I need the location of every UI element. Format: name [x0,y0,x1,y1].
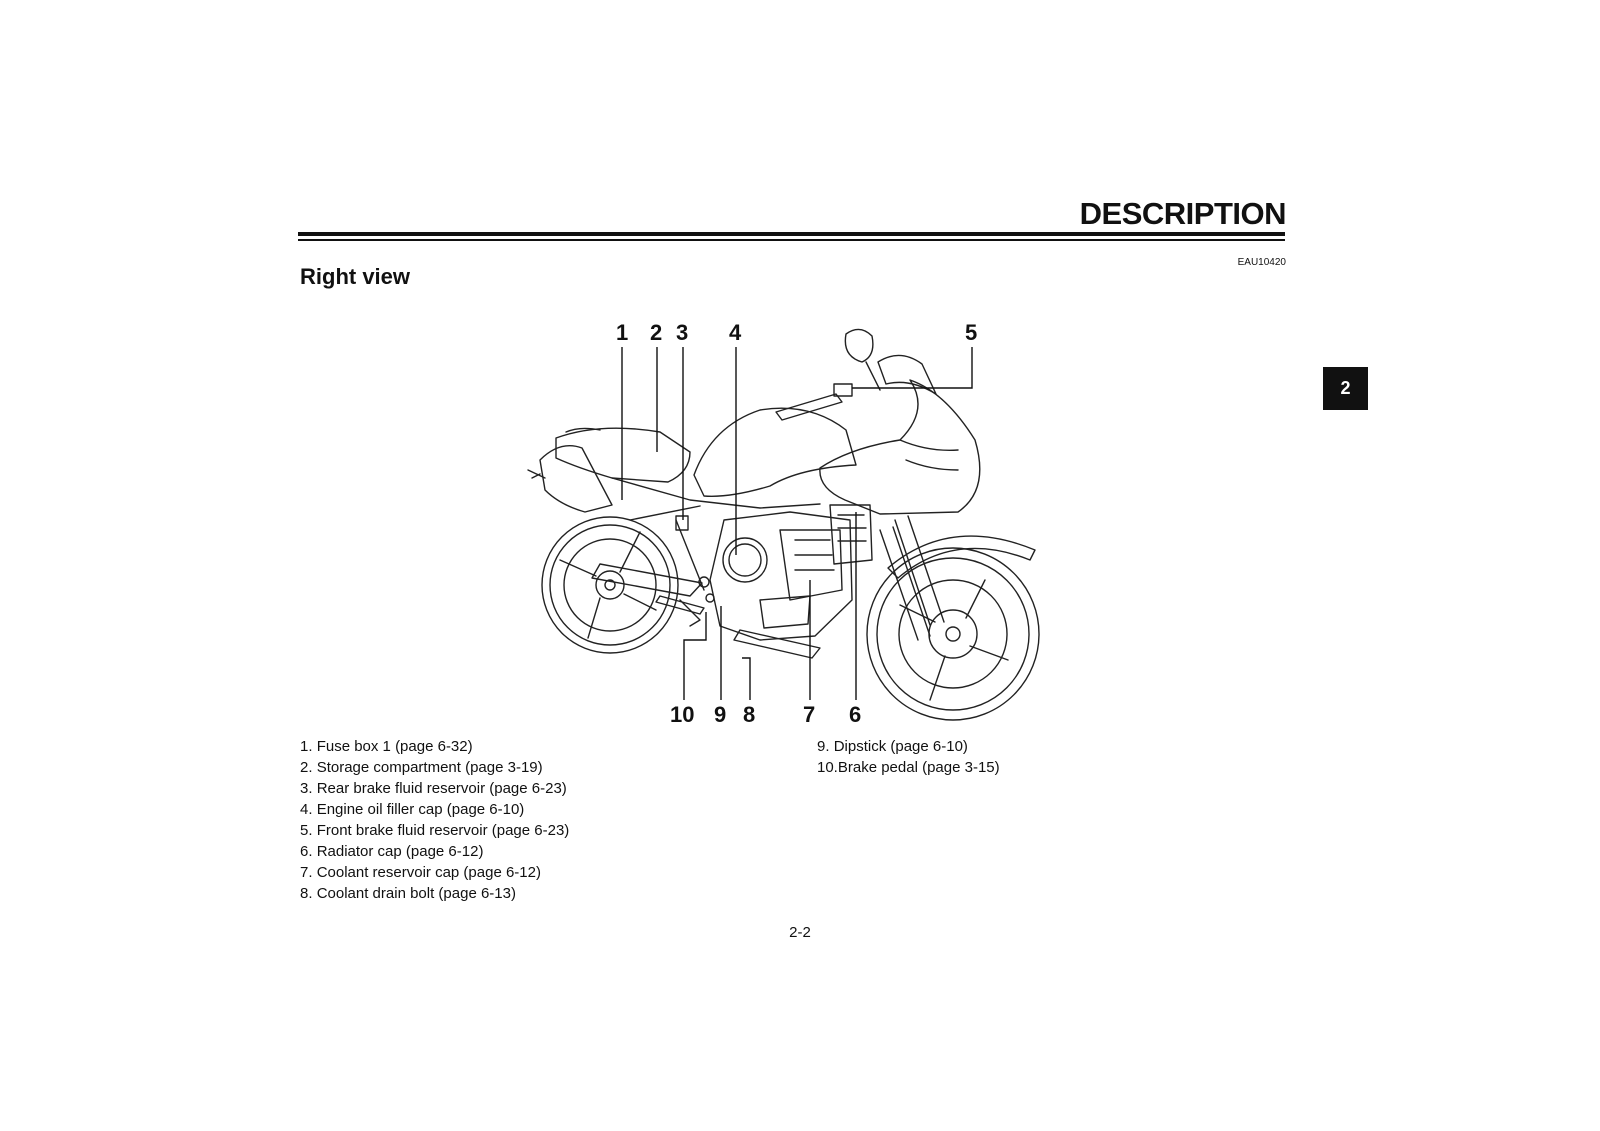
legend-item: 5. Front brake fluid reservoir (page 6-2… [300,820,569,841]
legend-text: Storage compartment (page 3-19) [316,759,543,776]
legend-text: Radiator cap (page 6-12) [316,843,484,860]
handlebar [775,393,843,421]
legend-number: 3. [300,780,313,797]
callout-leader-lines [621,347,973,700]
legend-number: 10. [817,759,838,776]
brake-pedal [655,595,705,615]
legend-number: 6. [300,843,313,860]
legend-item: 4. Engine oil filler cap (page 6-10) [300,799,569,820]
document-code: EAU10420 [1237,257,1286,268]
legend-text: Front brake fluid reservoir (page 6-23) [316,822,570,839]
tail-section [539,445,613,513]
windscreen [877,354,937,395]
legend-item: 10.Brake pedal (page 3-15) [817,757,1000,778]
swingarm [591,563,703,597]
parts-legend-right: 9. Dipstick (page 6-10) 10.Brake pedal (… [817,736,1000,778]
exhaust [733,629,821,659]
legend-text: Fuse box 1 (page 6-32) [316,738,473,755]
legend-item: 9. Dipstick (page 6-10) [817,736,1000,757]
legend-number: 9. [817,738,830,755]
header-rule-thick [298,232,1285,236]
section-title: Right view [300,264,411,289]
legend-text: Engine oil filler cap (page 6-10) [316,801,525,818]
motorcycle-drawing [527,328,1040,721]
front-fender [887,535,1036,579]
callout-9: 9 [714,702,726,727]
legend-item: 7. Coolant reservoir cap (page 6-12) [300,862,569,883]
fuel-tank [693,407,857,497]
callout-1: 1 [616,320,628,345]
legend-text: Dipstick (page 6-10) [833,738,968,755]
legend-item: 8. Coolant drain bolt (page 6-13) [300,883,569,904]
callout-5: 5 [965,320,977,345]
callout-3: 3 [676,320,688,345]
page-header-title: DESCRIPTION [1079,196,1287,231]
seat [555,427,691,483]
callout-7: 7 [803,702,815,727]
callout-10: 10 [670,702,694,727]
callout-4: 4 [729,320,742,345]
header-rule-thin [298,239,1285,241]
legend-number: 1. [300,738,313,755]
callout-6: 6 [849,702,861,727]
chapter-tab[interactable]: 2 [1323,367,1368,410]
parts-legend-left: 1. Fuse box 1 (page 6-32) 2. Storage com… [300,736,569,904]
legend-text: Coolant reservoir cap (page 6-12) [316,864,541,881]
front-fork [879,515,945,641]
rear-wheel [541,516,679,654]
legend-number: 8. [300,885,313,902]
page-number: 2-2 [789,924,811,941]
legend-number: 5. [300,822,313,839]
front-wheel [866,547,1040,721]
engine [709,511,853,641]
legend-item: 6. Radiator cap (page 6-12) [300,841,569,862]
radiator [829,504,873,565]
legend-number: 4. [300,801,313,818]
legend-item: 2. Storage compartment (page 3-19) [300,757,569,778]
frame [611,477,821,591]
legend-item: 3. Rear brake fluid reservoir (page 6-23… [300,778,569,799]
legend-text: Rear brake fluid reservoir (page 6-23) [316,780,567,797]
legend-item: 1. Fuse box 1 (page 6-32) [300,736,569,757]
legend-number: 7. [300,864,313,881]
callout-8: 8 [743,702,755,727]
legend-text: Coolant drain bolt (page 6-13) [316,885,516,902]
front-fairing [819,379,981,515]
mirror [844,328,881,391]
callout-2: 2 [650,320,662,345]
legend-number: 2. [300,759,313,776]
legend-text: Brake pedal (page 3-15) [837,759,1000,776]
